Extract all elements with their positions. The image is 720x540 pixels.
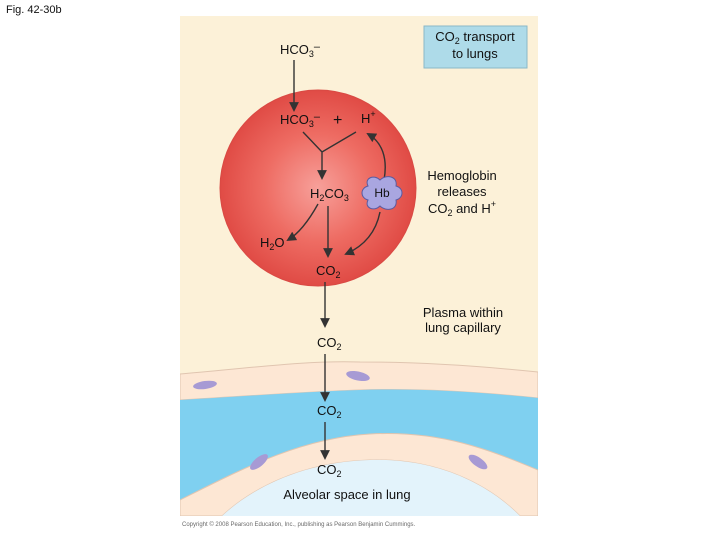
co2-transport-box: [423, 25, 528, 69]
hemoglobin-note-line3: CO2 and H+: [428, 199, 496, 218]
co2-transport-box-line1: CO2 transport: [435, 29, 515, 46]
h2co3-label: H2CO3: [310, 186, 349, 203]
cell-nucleus: [346, 370, 370, 382]
hemoglobin-note-line1: Hemoglobin: [427, 168, 496, 183]
hemoglobin-note-line2: releases: [437, 184, 487, 199]
hco3-inside-label: HCO3–: [280, 111, 321, 129]
co2-label-cell: CO2: [316, 263, 341, 280]
merge-lines: [302, 131, 357, 178]
co2-transport-box-line2: to lungs: [452, 46, 498, 61]
cell-nucleus: [193, 380, 217, 390]
co2-label-stream: CO2: [317, 403, 342, 420]
plus-sign: +: [333, 112, 342, 129]
alveolar-space: [222, 459, 520, 516]
capillary-wall-upper: [180, 361, 538, 401]
h2o-label: H2O: [260, 235, 285, 252]
cell-nucleus: [250, 454, 268, 470]
co2-label-alveolus: CO2: [317, 462, 342, 479]
arrow-hb-to-co2: [344, 211, 381, 256]
blood-stream: [180, 389, 538, 500]
alveolar-label: Alveolar space in lung: [283, 487, 410, 502]
figure-label: Fig. 42-30b: [6, 4, 62, 16]
co2-label-plasma: CO2: [317, 335, 342, 352]
copyright-text: Copyright © 2008 Pearson Education, Inc.…: [182, 521, 416, 528]
hco3-outside-label: HCO3–: [280, 41, 321, 59]
plasma-label-line1: Plasma within: [423, 305, 503, 320]
hemoglobin-molecule: [361, 176, 403, 210]
arrow-hb-to-h: [366, 133, 386, 181]
hb-label: Hb: [374, 186, 390, 200]
arrow-to-h2o: [286, 203, 319, 242]
h-ion-label: H+: [361, 109, 376, 126]
plasma-label-line2: lung capillary: [425, 320, 501, 335]
cell-nucleus: [468, 454, 488, 470]
